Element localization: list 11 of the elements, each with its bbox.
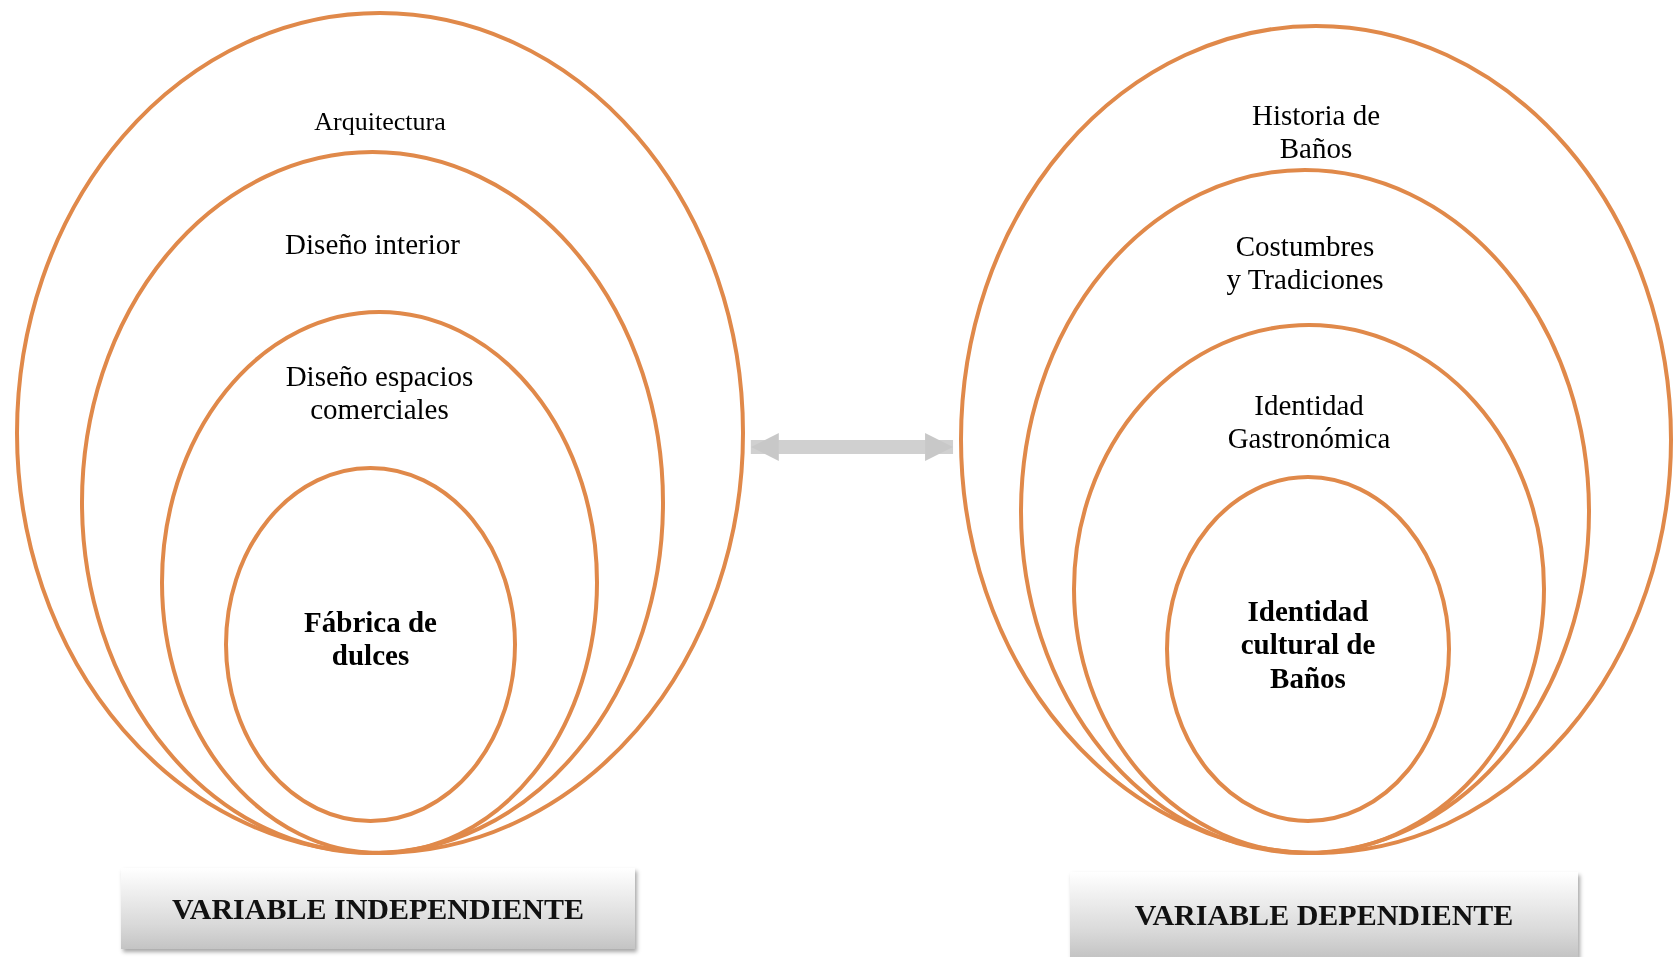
variable-banner: VARIABLE INDEPENDIENTE — [121, 868, 635, 949]
ellipse-label: Arquitectura — [313, 107, 447, 137]
ellipse-label: Identidad Gastronómica — [1226, 389, 1392, 456]
double-arrow — [750, 433, 954, 461]
ellipse-label: Historia de Baños — [1250, 99, 1382, 166]
ellipse-label: Costumbres y Tradiciones — [1225, 230, 1385, 297]
ellipse-label: Identidad cultural de Baños — [1239, 595, 1377, 696]
ellipse-label: Diseño espacios comerciales — [284, 360, 475, 427]
ellipse-label: Diseño interior — [284, 228, 461, 262]
ellipse-label: Fábrica de dulces — [303, 606, 438, 673]
variable-banner: VARIABLE DEPENDIENTE — [1070, 872, 1578, 957]
